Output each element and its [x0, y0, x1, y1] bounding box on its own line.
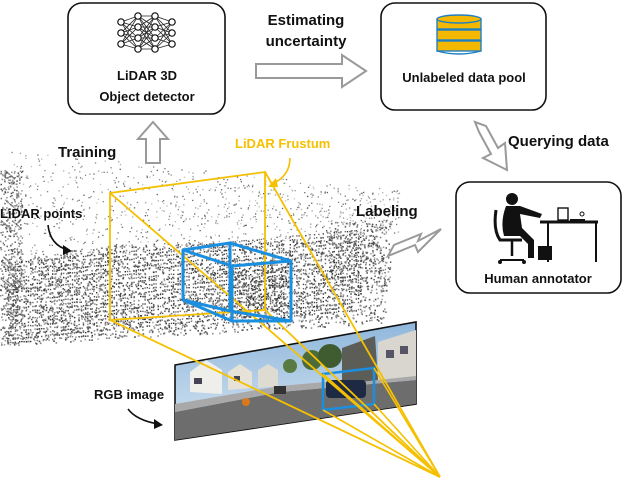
neural-network-icon — [117, 12, 176, 53]
annotator-label: Human annotator — [484, 271, 592, 286]
rgb-image-panel — [174, 321, 417, 441]
lidar-frustum — [109, 170, 441, 478]
detector-box[interactable]: LiDAR 3D Object detector — [67, 2, 226, 115]
database-icon — [436, 14, 482, 55]
detector-label-line2: Object detector — [99, 89, 194, 104]
arrow-labeling — [385, 228, 442, 258]
estimating-label-line2: uncertainty — [266, 33, 348, 50]
estimating-label-line1: Estimating — [268, 12, 345, 29]
labeling-label: Labeling — [356, 203, 418, 220]
person-at-desk-icon — [493, 193, 598, 264]
arrow-training — [135, 120, 171, 164]
3d-bounding-box — [181, 241, 293, 323]
rgb-image-pointer-arrow — [127, 408, 159, 425]
data-pool-box[interactable]: Unlabeled data pool — [380, 2, 547, 111]
querying-label: Querying data — [508, 133, 610, 150]
training-label: Training — [58, 144, 116, 161]
annotator-box[interactable]: Human annotator — [455, 181, 622, 294]
lidar-points-label: LiDAR points — [0, 206, 82, 221]
lidar-point-cloud — [0, 151, 401, 346]
lidar-points-pointer-arrow — [47, 224, 69, 251]
arrow-estimating-uncertainty — [255, 53, 368, 89]
frustum-label: LiDAR Frustum — [235, 136, 330, 151]
data-pool-label: Unlabeled data pool — [402, 70, 526, 85]
detector-label-line1: LiDAR 3D — [117, 68, 177, 83]
rgb-image-label: RGB image — [94, 387, 164, 402]
arrow-querying-data — [473, 120, 509, 172]
